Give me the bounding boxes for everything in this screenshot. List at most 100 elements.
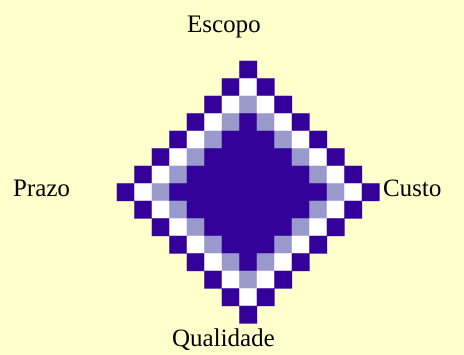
diamond-cell — [327, 183, 345, 201]
diamond-cell — [222, 96, 240, 114]
diamond-cell — [222, 131, 240, 149]
diamond-cell — [257, 271, 275, 289]
diamond-cell — [222, 201, 240, 219]
diamond-cell — [222, 113, 240, 131]
diamond-cell — [309, 131, 327, 149]
diamond-cell — [239, 78, 257, 96]
diamond-cell — [309, 236, 327, 254]
diamond-cell — [257, 148, 275, 166]
diamond-cell — [257, 113, 275, 131]
diamond-cell — [257, 78, 275, 96]
diamond-cell — [204, 218, 222, 236]
diamond-cell — [274, 96, 292, 114]
diamond-cell — [274, 148, 292, 166]
diamond-cell — [292, 253, 310, 271]
diamond-cell — [327, 218, 345, 236]
diamond-cell — [274, 166, 292, 184]
diamond-cell — [239, 166, 257, 184]
diamond-cell — [222, 148, 240, 166]
diamond-cell — [134, 166, 152, 184]
diamond-cell — [187, 131, 205, 149]
diamond-cell — [187, 236, 205, 254]
diamond-cell — [204, 183, 222, 201]
diamond-cell — [187, 218, 205, 236]
diamond-cell — [292, 166, 310, 184]
diamond-cell — [292, 113, 310, 131]
diamond-cell — [257, 201, 275, 219]
diamond-cell — [222, 236, 240, 254]
diamond-cell — [222, 288, 240, 306]
diamond-cell — [222, 253, 240, 271]
diamond-cell — [222, 218, 240, 236]
diamond-cell — [239, 288, 257, 306]
diamond-cell — [274, 201, 292, 219]
diamond-cell — [239, 201, 257, 219]
diamond-cell — [152, 166, 170, 184]
diamond-cell — [257, 236, 275, 254]
diamond-cell — [187, 183, 205, 201]
diamond-cell — [204, 131, 222, 149]
diamond-cell — [239, 131, 257, 149]
diamond-cell — [222, 166, 240, 184]
diamond-cell — [187, 113, 205, 131]
diamond-cell — [169, 183, 187, 201]
diamond-cell — [257, 253, 275, 271]
diamond-cell — [292, 201, 310, 219]
diamond-cell — [309, 166, 327, 184]
diamond-cell — [274, 271, 292, 289]
diamond-cell — [274, 236, 292, 254]
diamond-cell — [204, 113, 222, 131]
diamond-cell — [327, 148, 345, 166]
diamond-cell — [362, 183, 380, 201]
diamond-cell — [309, 201, 327, 219]
diamond-cell — [292, 131, 310, 149]
diamond-cell — [257, 218, 275, 236]
diamond-cell — [222, 78, 240, 96]
diamond-cell — [292, 183, 310, 201]
diamond-cell — [204, 96, 222, 114]
diamond-cell — [309, 183, 327, 201]
diamond-cell — [239, 253, 257, 271]
diamond-cell — [152, 148, 170, 166]
diamond-cell — [257, 131, 275, 149]
diamond-cell — [204, 236, 222, 254]
diamond-cell — [274, 113, 292, 131]
diamond-cell — [204, 148, 222, 166]
diamond-cell — [239, 218, 257, 236]
diamond-cell — [187, 166, 205, 184]
diamond-cell — [134, 183, 152, 201]
diamond-cell — [204, 201, 222, 219]
diamond-cell — [257, 166, 275, 184]
diamond-cell — [187, 148, 205, 166]
diamond-cell — [309, 218, 327, 236]
diamond-cell — [292, 236, 310, 254]
diamond-cell — [327, 201, 345, 219]
diamond-cell — [204, 271, 222, 289]
diamond-cell — [187, 253, 205, 271]
diamond-cell — [204, 253, 222, 271]
diamond-cell — [239, 61, 257, 79]
diamond-cell — [169, 131, 187, 149]
diamond-cell — [257, 96, 275, 114]
diamond-cell — [134, 201, 152, 219]
diamond-cell — [222, 183, 240, 201]
diamond-cell — [274, 131, 292, 149]
diamond-cell — [169, 201, 187, 219]
diamond-cell — [274, 218, 292, 236]
diamond-cell — [239, 96, 257, 114]
diamond-cell — [169, 218, 187, 236]
diamond-cell — [327, 166, 345, 184]
diamond-cell — [257, 288, 275, 306]
diamond-cell — [239, 113, 257, 131]
diamond-cell — [187, 201, 205, 219]
diamond-cell — [152, 201, 170, 219]
diamond-cell — [292, 148, 310, 166]
diamond-cell — [239, 236, 257, 254]
diamond-cell — [292, 218, 310, 236]
diamond-cell — [239, 306, 257, 324]
diamond-cell — [309, 148, 327, 166]
diamond-cell — [117, 183, 135, 201]
diamond-cell — [239, 271, 257, 289]
diamond-cell — [152, 183, 170, 201]
